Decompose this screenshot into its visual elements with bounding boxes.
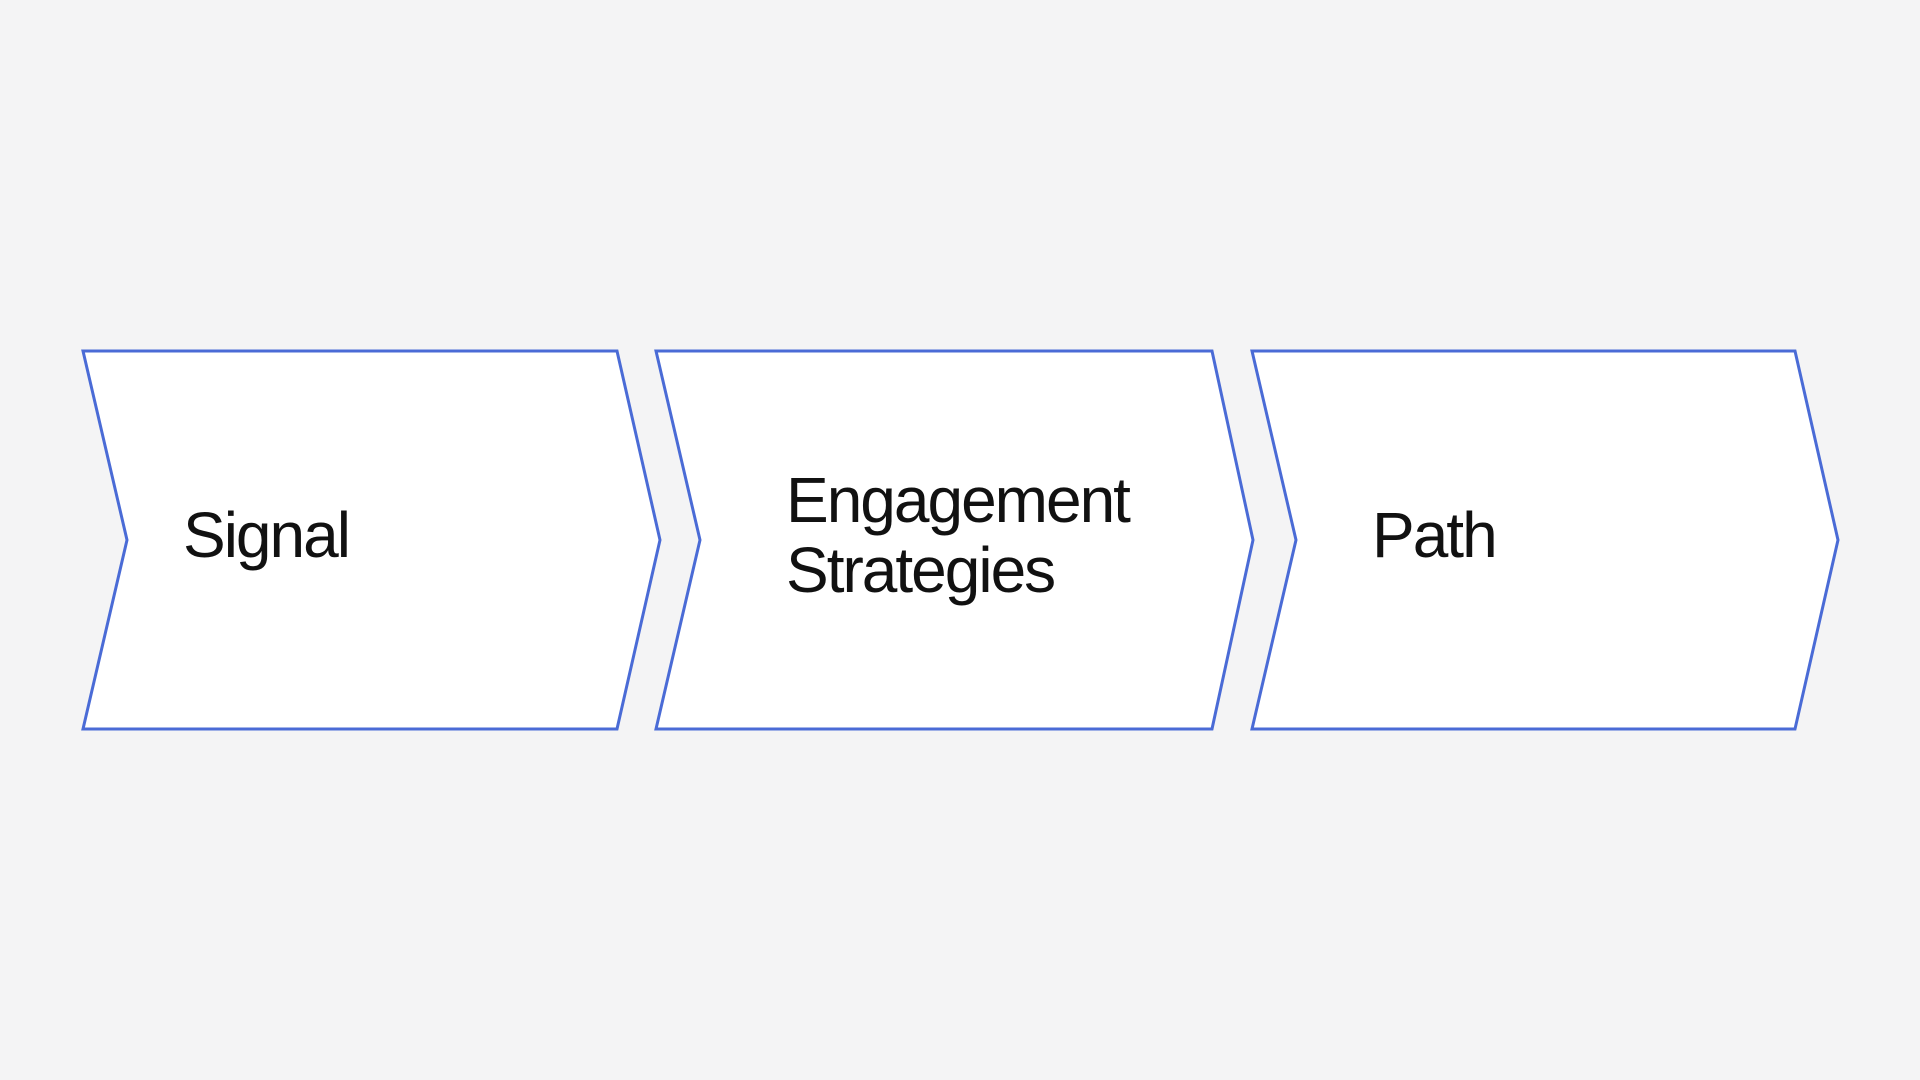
flow-step-signal: Signal — [81, 349, 662, 731]
chevron-shape — [1250, 349, 1840, 731]
chevron-polygon — [1250, 349, 1840, 731]
step-label: Signal — [183, 499, 351, 571]
chevron-polygon — [654, 349, 1255, 731]
chevron-shape — [654, 349, 1255, 731]
flow-step-path: Path — [1250, 349, 1840, 731]
chevron-polygon — [81, 349, 662, 731]
chevron-shape — [81, 349, 662, 731]
step-label: Engagement Strategies — [786, 464, 1131, 606]
step-label: Path — [1372, 499, 1498, 571]
flow-step-engagement-strategies: Engagement Strategies — [654, 349, 1255, 731]
